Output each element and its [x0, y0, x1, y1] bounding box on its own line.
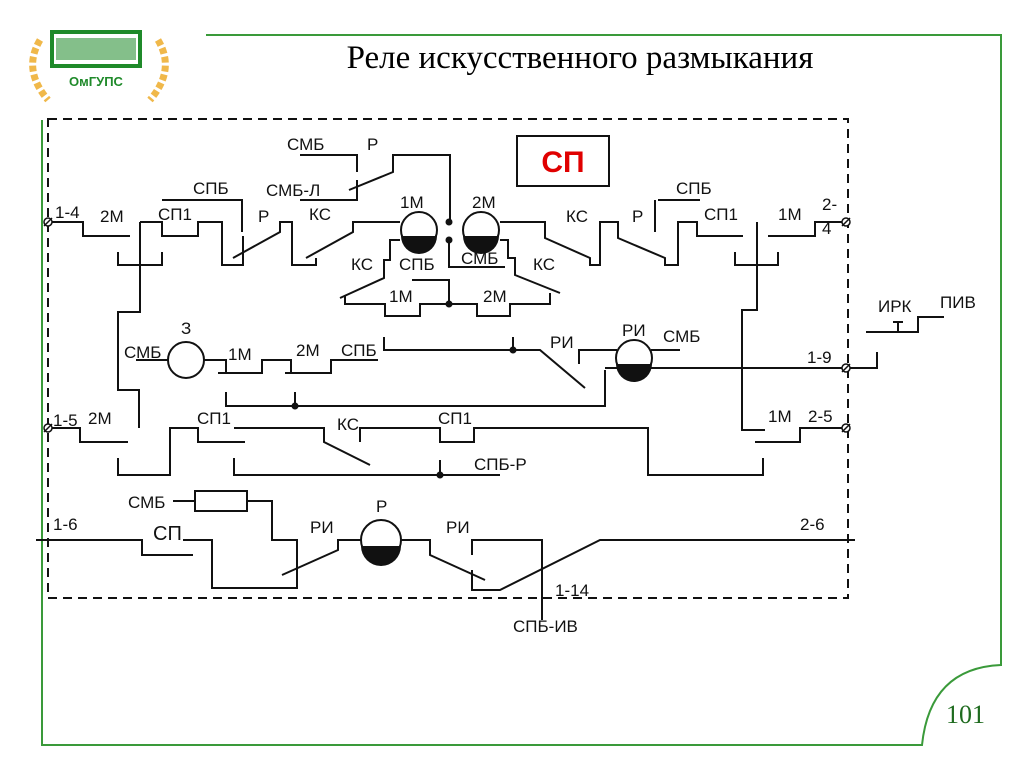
contact-label: КС: [533, 255, 555, 274]
omgups-logo: ОмГУПС: [29, 30, 169, 103]
contact-label: РИ: [310, 518, 334, 537]
contact-label: 1М: [778, 205, 802, 224]
terminals: [43, 217, 851, 433]
contact-label: КС: [337, 415, 359, 434]
terminal-2-4-b: 4: [822, 219, 831, 238]
contact-label: СМБ: [287, 135, 324, 154]
contact-label: СП1: [704, 205, 738, 224]
relay-coil-1m[interactable]: [400, 211, 438, 254]
contact-label: 1М: [389, 287, 413, 306]
contact-label: 2М: [483, 287, 507, 306]
sp-highlight-box: [516, 135, 610, 187]
contact-label: Р: [376, 497, 387, 516]
contact-label: СМБ: [663, 327, 700, 346]
contact-label: Р: [258, 207, 269, 226]
terminal-1-6: 1-6: [53, 515, 78, 534]
sp-label: СП: [541, 146, 584, 179]
relay-block-boundary: [47, 118, 849, 599]
contact-label: СПБ-ИВ: [513, 617, 578, 636]
contact-label: СМБ: [461, 249, 498, 268]
contact-label: СПБ-Р: [474, 455, 527, 474]
contact-label: 2М: [472, 193, 496, 212]
terminal-2-5: 2-5: [808, 407, 833, 426]
contact-label: СП1: [158, 205, 192, 224]
contact-label: Р: [632, 207, 643, 226]
circuit-wiring: [36, 154, 944, 620]
junction-dots: [291, 218, 517, 479]
terminal-2-6: 2-6: [800, 515, 825, 534]
slide-title: Реле искусственного размыкания: [346, 40, 814, 76]
contact-label: ИРК: [878, 297, 912, 316]
terminal-1-9: 1-9: [807, 348, 832, 367]
contact-label: 2М: [296, 341, 320, 360]
contact-label: 1М: [400, 193, 424, 212]
contact-label: ОмГУПС: [69, 74, 124, 89]
contact-label: Р: [367, 135, 378, 154]
contact-label: 1М: [228, 345, 252, 364]
contact-label: СП1: [438, 409, 472, 428]
contact-label: З: [181, 319, 191, 338]
contact-label: КС: [566, 207, 588, 226]
contact-label: 1М: [768, 407, 792, 426]
contact-label: СП1: [197, 409, 231, 428]
contact-label: 2М: [88, 409, 112, 428]
contact-label: СПБ: [399, 255, 435, 274]
contact-label: СМБ-Л: [266, 181, 320, 200]
contact-label: СМБ: [128, 493, 165, 512]
relay-coil-ri[interactable]: [615, 339, 653, 382]
contact-label: СПБ: [676, 179, 712, 198]
contact-labels: 1-4 2- 4 1-5 2-5 1-6 2-6 1-9 1-14 СМБ Р …: [53, 135, 976, 636]
contact-label: РИ: [622, 321, 646, 340]
contact-label: СП: [153, 523, 182, 545]
contact-label: 2М: [100, 207, 124, 226]
page-border: [41, 34, 1002, 746]
contact-label: СПБ: [193, 179, 229, 198]
terminal-1-4: 1-4: [55, 203, 80, 222]
relay-coil-2m[interactable]: [462, 211, 500, 254]
page-number: 101: [946, 700, 985, 729]
contact-label: КС: [309, 205, 331, 224]
contact-label: РИ: [550, 333, 574, 352]
terminal-1-5: 1-5: [53, 411, 78, 430]
relay-coil-p[interactable]: [360, 519, 402, 566]
terminal-2-4-a: 2-: [822, 195, 837, 214]
contact-label: КС: [351, 255, 373, 274]
contact-label: ПИВ: [940, 293, 976, 312]
contact-label: СПБ: [341, 341, 377, 360]
terminal-1-14: 1-14: [555, 581, 589, 600]
contact-label: РИ: [446, 518, 470, 537]
relay-coil-z[interactable]: [167, 341, 205, 379]
contact-label: СМБ: [124, 343, 161, 362]
